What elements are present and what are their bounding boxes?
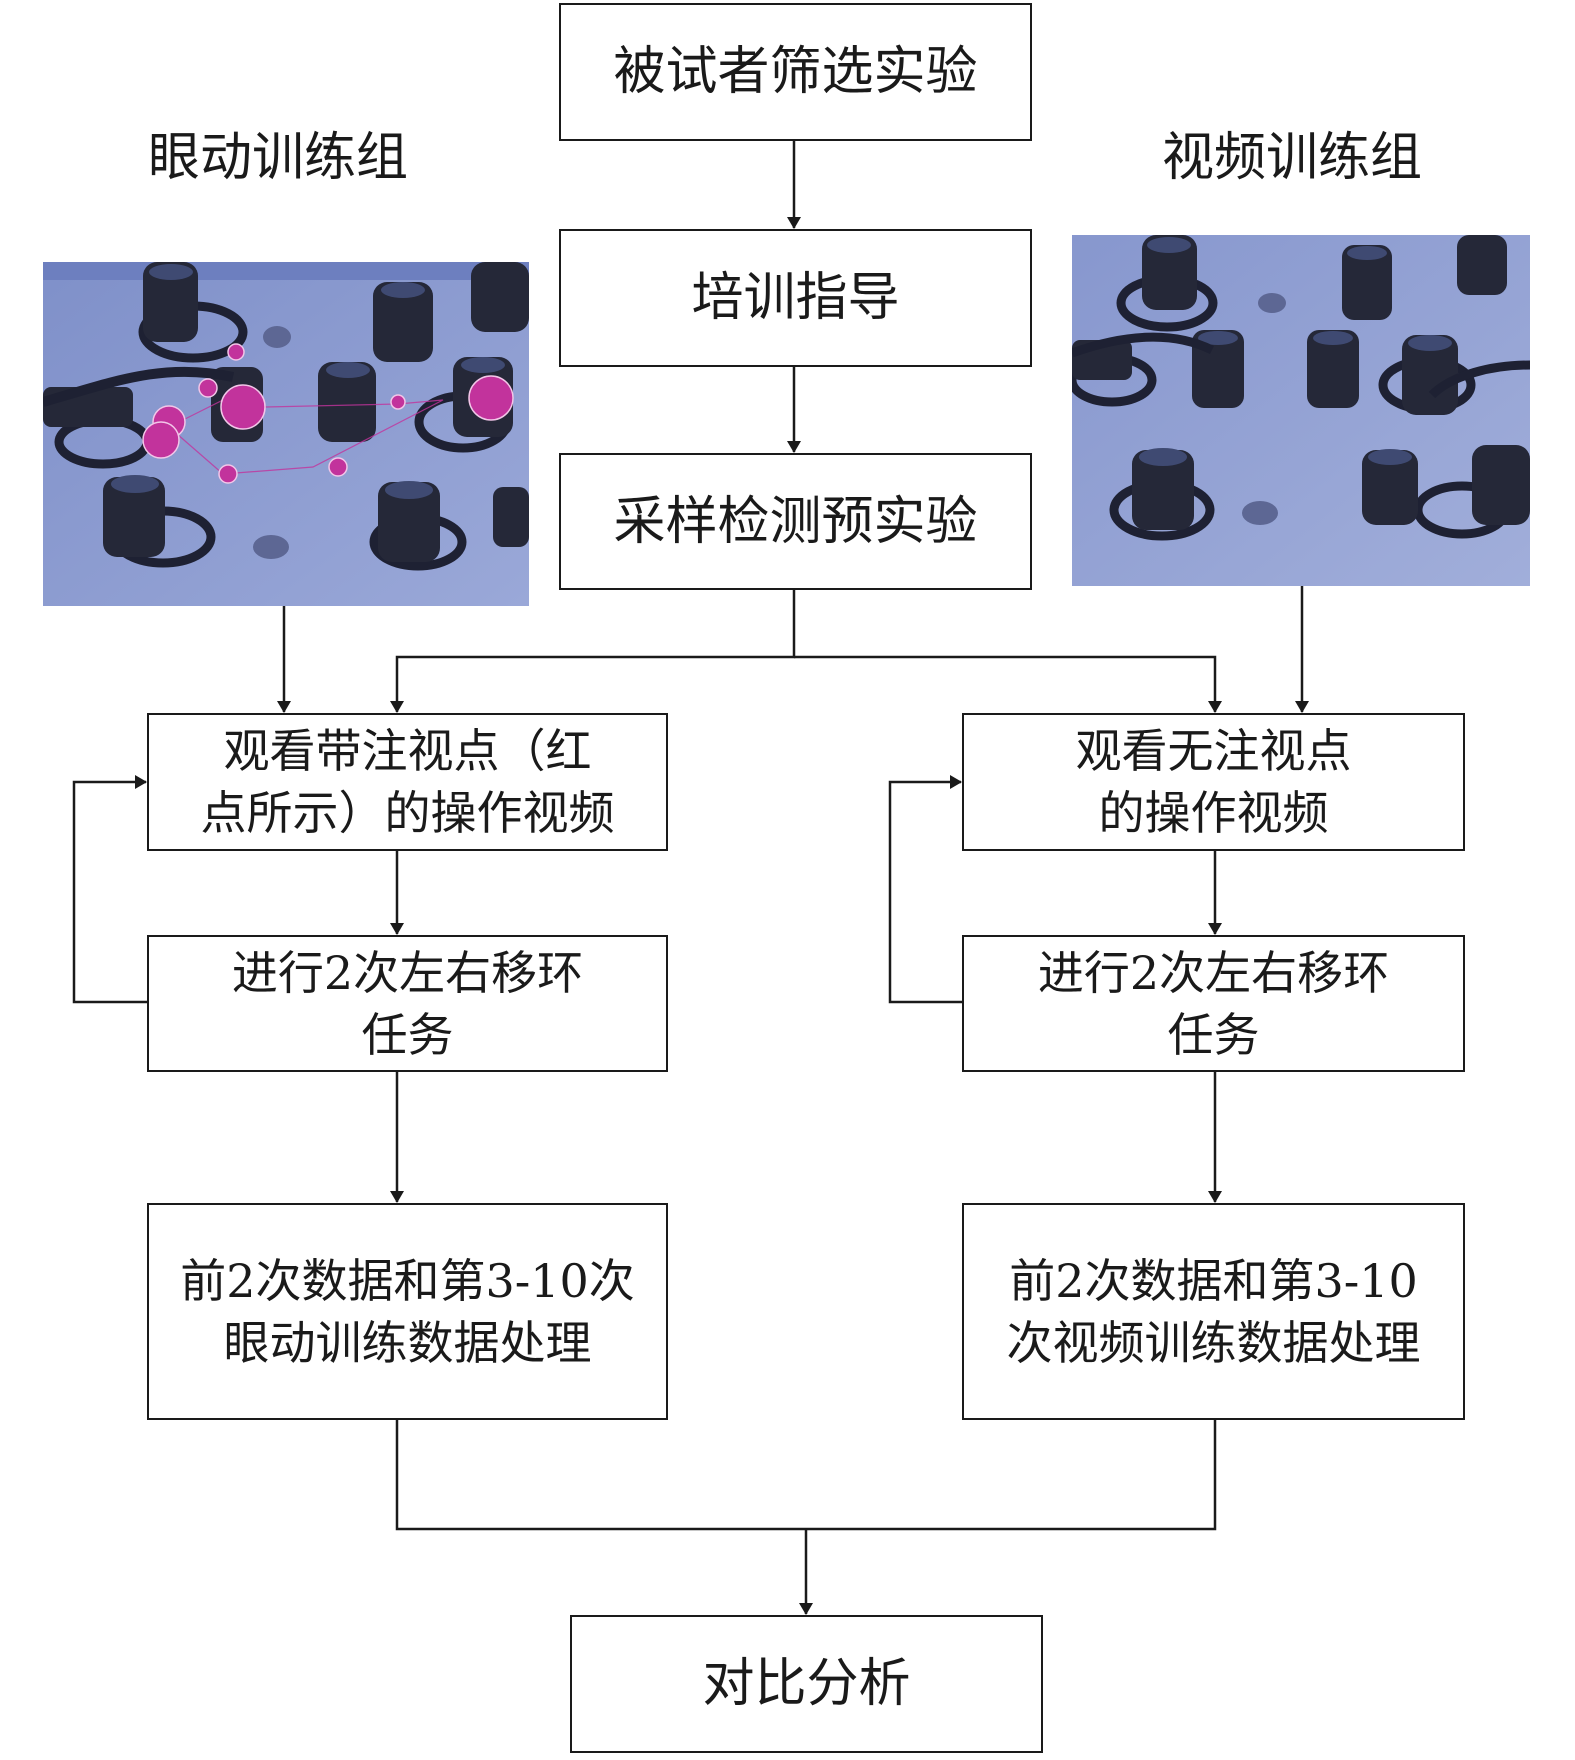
eye-task-line-1: 进行2次左右移环 [231, 945, 584, 1000]
video-watch-line-1: 观看无注视点 [1075, 724, 1352, 778]
eye-watch-line-1: 观看带注视点（红 [223, 724, 592, 778]
video-watch-video-box: 观看无注视点 的操作视频 [962, 713, 1465, 851]
eye-task-box: 进行2次左右移环 任务 [147, 935, 668, 1072]
eye-watch-video-box: 观看带注视点（红 点所示）的操作视频 [147, 713, 668, 851]
merge-line [395, 1419, 1217, 1531]
pre-experiment-box: 采样检测预实验 [559, 453, 1032, 590]
eye-process-line-2: 眼动训练数据处理 [223, 1315, 592, 1370]
eye-group-label: 眼动训练组 [148, 128, 409, 188]
screening-text: 被试者筛选实验 [613, 42, 978, 102]
video-process-line-2: 次视频训练数据处理 [1006, 1315, 1421, 1370]
loop-eye [72, 775, 148, 1004]
training-guidance-box: 培训指导 [559, 229, 1032, 367]
split-line [390, 588, 796, 713]
video-process-box: 前2次数据和第3-10 次视频训练数据处理 [962, 1203, 1465, 1420]
loop-video [888, 775, 963, 1004]
video-task-line-2: 任务 [1167, 1007, 1260, 1062]
eye-task-line-2: 任务 [361, 1007, 454, 1062]
video-process-line-1: 前2次数据和第3-10 [1009, 1253, 1418, 1308]
screening-box: 被试者筛选实验 [559, 3, 1032, 141]
training-guidance-text: 培训指导 [691, 268, 900, 328]
video-group-label: 视频训练组 [1162, 128, 1423, 188]
video-task-line-1: 进行2次左右移环 [1037, 945, 1390, 1000]
comparison-box: 对比分析 [570, 1615, 1043, 1753]
video-task-box: 进行2次左右移环 任务 [962, 935, 1465, 1072]
comparison-text: 对比分析 [702, 1654, 911, 1714]
pre-experiment-text: 采样检测预实验 [613, 491, 978, 552]
eye-process-line-1: 前2次数据和第3-10次 [180, 1253, 635, 1308]
eye-process-box: 前2次数据和第3-10次 眼动训练数据处理 [147, 1203, 668, 1420]
eye-watch-line-2: 点所示）的操作视频 [200, 786, 615, 840]
split-line-right [794, 655, 1222, 713]
video-group-photo [1072, 235, 1530, 586]
video-watch-line-2: 的操作视频 [1098, 786, 1329, 840]
eye-group-photo [43, 262, 529, 606]
